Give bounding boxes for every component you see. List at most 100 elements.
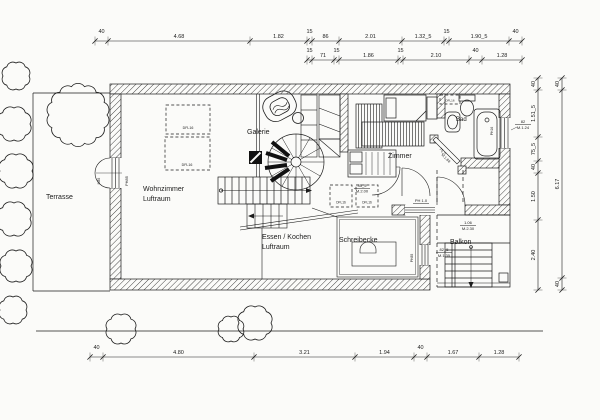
- tree: [217, 315, 245, 343]
- gallery-railing-shape: [239, 212, 359, 231]
- dim-label: 4.68: [174, 34, 185, 40]
- galerie-cabinets-shape: [318, 107, 341, 133]
- wall-west-upper: [109, 93, 122, 159]
- annotation-label: PH16: [490, 127, 494, 136]
- furniture-schreibecke-shape: [336, 216, 419, 278]
- room-label: Essen / Kochen: [262, 234, 311, 241]
- galerie-cabinets-shape: [300, 94, 318, 158]
- dim-label: 15: [306, 29, 312, 35]
- stairs-lower: [246, 203, 288, 229]
- annotation-label: 82_5: [440, 247, 450, 252]
- dim-label: 40: [472, 48, 478, 54]
- tree: [0, 153, 34, 189]
- stairs-spiral-shape-shape: [300, 164, 321, 177]
- stairs-external-shape: [468, 282, 474, 288]
- room-label: Bad: [456, 117, 467, 123]
- dim-label: 15: [306, 48, 312, 54]
- dim-label: 4.80: [173, 350, 184, 356]
- fixture-wc-galerie-shape-shape: [269, 97, 290, 117]
- door-balkon: [436, 176, 466, 206]
- fixture-wc-galerie-shape-shape: [274, 105, 290, 114]
- room-label: Luftraum: [262, 244, 290, 251]
- door-bad-diagonal: [432, 136, 461, 165]
- stairs-external-shape: [469, 245, 473, 249]
- wc-tank: [458, 94, 476, 102]
- dim-label: 6.17: [555, 179, 561, 190]
- wardrobe-horizontal: [361, 121, 425, 147]
- dim-label: 75_5: [531, 143, 537, 155]
- section-marker: [249, 151, 262, 164]
- dim-label: 40: [93, 345, 99, 351]
- balcony: [436, 170, 511, 288]
- dim-label: 40: [98, 29, 104, 35]
- annotation-label: M.2.30: [462, 226, 475, 231]
- dim-label: 1.28: [494, 350, 505, 356]
- window-west-shape: [94, 157, 111, 189]
- annotation-label: 75_5: [438, 147, 446, 155]
- stairs-spiral-shape: [290, 156, 302, 168]
- annotation-label: PH85: [410, 254, 414, 263]
- dim-label: 1.32_5: [415, 34, 432, 40]
- bed-2: [347, 149, 397, 178]
- annotation-label: M85: [97, 178, 101, 185]
- room-label: Balkon: [450, 239, 472, 246]
- dim-label: 1.90_5: [471, 34, 488, 40]
- wall-west-lower: [109, 187, 122, 280]
- stairs-spiral-shape-shape: [265, 151, 288, 162]
- dim-label: 71: [320, 53, 326, 59]
- wc-bowl: [460, 99, 474, 117]
- chair: [359, 241, 377, 254]
- balcony-post: [498, 272, 509, 283]
- bed-2-shape: [349, 151, 363, 163]
- furniture-schreibecke-shape: [311, 207, 338, 218]
- annotation-label: M.1.35: [438, 253, 451, 258]
- desk: [351, 241, 397, 267]
- dim-label: 1.82: [273, 34, 284, 40]
- furniture-zimmer: [347, 94, 438, 178]
- fixture-wc-galerie-shape: [292, 112, 304, 124]
- dim-label: 40: [531, 164, 537, 170]
- dim-label: 40: [555, 281, 561, 287]
- wall-bad-south: [460, 157, 500, 169]
- galerie-cabinets: [300, 94, 341, 158]
- fixtures-bad: [444, 94, 501, 160]
- site-lines: [32, 92, 543, 332]
- stairs-spiral-shape-shape: [281, 166, 294, 187]
- stairs-lower-shape: [246, 203, 288, 229]
- trees: [0, 61, 273, 345]
- annotation-label: DFL16: [183, 126, 194, 130]
- sink: [444, 111, 461, 133]
- wall-hall-b: [464, 204, 511, 216]
- window-east-bad: [498, 118, 518, 148]
- dim-label: 2.10: [431, 53, 442, 59]
- fixture-wc-galerie-shape: [262, 90, 297, 122]
- skylight-bad: [439, 94, 461, 105]
- furniture-schreibecke-shape: [339, 219, 416, 275]
- dim-label: 1.67: [448, 350, 459, 356]
- skylight-wohnzimmer-2: [164, 136, 211, 171]
- room-label: Luftraum: [143, 196, 171, 203]
- skylights: [164, 94, 461, 208]
- annotation-label: PH85: [124, 175, 129, 186]
- tree: [0, 106, 32, 142]
- nightstand: [426, 96, 438, 120]
- annotation-label: DFL16: [362, 201, 372, 205]
- galerie-cabinets-shape: [318, 94, 341, 140]
- dim-label: 1.51_5: [531, 105, 537, 122]
- dim-label: 86: [322, 34, 328, 40]
- dim-label: 1.28: [497, 53, 508, 59]
- stairs-spiral-shape: [268, 134, 324, 190]
- galerie-cabinets-shape: [318, 138, 341, 158]
- wall-bad-door-block-b: [457, 165, 467, 175]
- tree: [1, 61, 31, 91]
- stairs-spiral-shape-shape: [271, 164, 292, 177]
- dim-label: 40: [555, 81, 561, 87]
- annotation-label: 82: [521, 119, 526, 124]
- dim-label: 2.40: [531, 250, 537, 261]
- stairs-spiral-shape: [264, 140, 291, 183]
- tree: [105, 313, 137, 345]
